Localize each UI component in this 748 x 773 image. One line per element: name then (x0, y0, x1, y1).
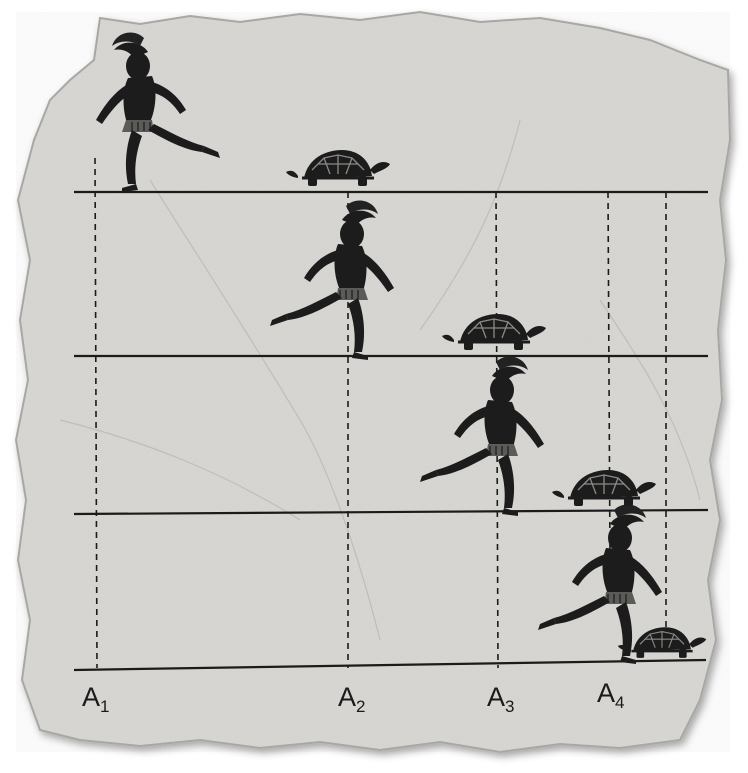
point-index: 3 (505, 697, 514, 716)
point-index: 2 (356, 697, 365, 716)
point-letter: A (338, 682, 356, 712)
point-label-a4: A4 (597, 680, 624, 707)
point-letter: A (82, 682, 100, 712)
point-index: 1 (100, 697, 109, 716)
point-letter: A (487, 682, 505, 712)
point-index: 4 (615, 693, 624, 712)
point-label-a3: A3 (487, 684, 514, 711)
point-label-a2: A2 (338, 684, 365, 711)
point-letter: A (597, 678, 615, 708)
point-label-a1: A1 (82, 684, 109, 711)
